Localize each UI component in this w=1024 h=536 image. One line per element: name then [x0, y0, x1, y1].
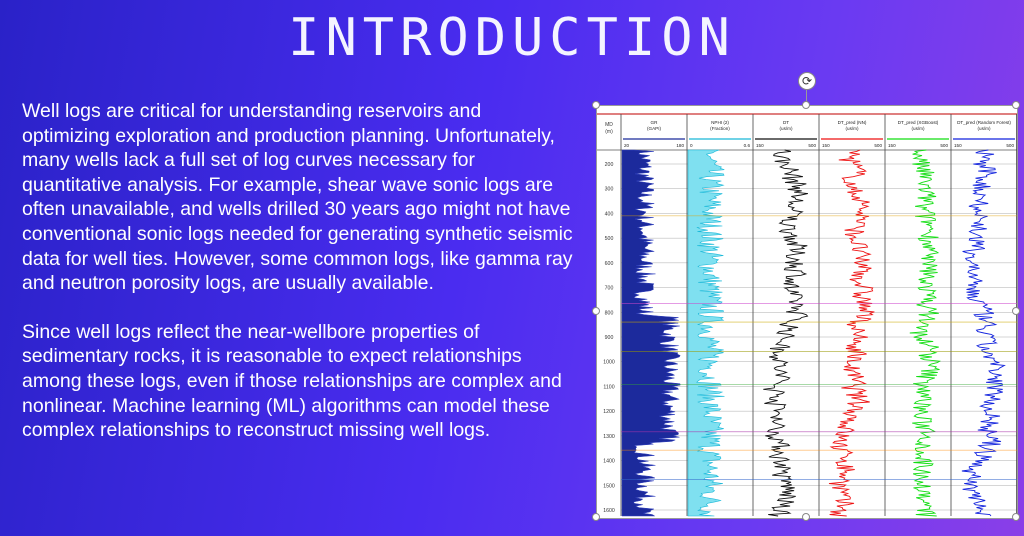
track-scale-max: 500 [808, 143, 816, 148]
body-text: Well logs are critical for understanding… [22, 99, 574, 467]
depth-tick-label: 800 [605, 310, 614, 316]
depth-track-unit: (m) [605, 129, 613, 135]
slide-title: INTRODUCTION [288, 8, 736, 68]
track-unit: (us/m) [977, 126, 990, 131]
track-scale-min: 0 [690, 143, 693, 148]
rotate-handle-stem [806, 90, 807, 104]
log-curve [961, 149, 1006, 517]
track-scale-max: 180 [676, 143, 684, 148]
rotate-handle-icon[interactable]: ⟳ [798, 72, 816, 90]
depth-tick-label: 200 [605, 162, 614, 168]
track-scale-max: 0.6 [744, 143, 751, 148]
depth-tick-label: 700 [605, 286, 614, 292]
resize-handle-bottom-center[interactable] [802, 513, 810, 521]
track-scale-min: 150 [954, 143, 962, 148]
track-scale-max: 500 [874, 143, 882, 148]
track-name: GR [651, 120, 659, 125]
track-scale-min: 150 [888, 143, 896, 148]
log-curve [909, 149, 941, 517]
gr-curve-fill [621, 149, 681, 517]
nphi-curve-fill [687, 149, 725, 517]
log-curve [828, 149, 875, 517]
track-name: NPHI (2) [711, 120, 729, 125]
track-scale-max: 500 [940, 143, 948, 148]
depth-tick-label: 1000 [603, 360, 615, 366]
resize-handle-top-right[interactable] [1012, 101, 1020, 109]
track-scale-min: 20 [624, 143, 630, 148]
depth-tick-label: 1200 [603, 409, 615, 415]
track-unit: (GAPI) [647, 126, 662, 131]
track-name: DT [783, 120, 789, 125]
resize-handle-top-center[interactable] [802, 101, 810, 109]
depth-track-label: MD [605, 122, 613, 128]
paragraph-2: Since well logs reflect the near-wellbor… [22, 320, 562, 442]
track-unit: (us/m) [845, 126, 858, 131]
track-name: DT_pred (NN) [838, 120, 867, 125]
depth-tick-label: 500 [605, 236, 614, 242]
log-curve [763, 149, 809, 517]
track-name: DT_pred (XGBoost) [898, 120, 939, 125]
depth-tick-label: 1600 [603, 508, 615, 514]
depth-tick-label: 1500 [603, 483, 615, 489]
resize-handle-top-left[interactable] [592, 101, 600, 109]
track-scale-max: 500 [1006, 143, 1014, 148]
depth-tick-label: 1100 [603, 384, 614, 390]
depth-tick-label: 400 [605, 211, 614, 217]
track-scale-min: 150 [822, 143, 830, 148]
resize-handle-bottom-right[interactable] [1012, 513, 1020, 521]
track-unit: (us/m) [911, 126, 924, 131]
well-log-plot: MD(m)20030040050060070080090010001100120… [597, 113, 1017, 517]
depth-tick-label: 900 [605, 335, 614, 341]
resize-handle-middle-left[interactable] [592, 307, 600, 315]
paragraph-1: Well logs are critical for understanding… [22, 100, 573, 295]
depth-tick-label: 600 [605, 261, 614, 267]
resize-handle-middle-right[interactable] [1012, 307, 1020, 315]
depth-tick-label: 1300 [603, 434, 615, 440]
track-name: DT_pred (Random Forest) [957, 120, 1011, 125]
track-scale-min: 150 [756, 143, 764, 148]
track-unit: (Fraction) [710, 126, 730, 131]
depth-tick-label: 300 [605, 187, 614, 193]
depth-tick-label: 1400 [603, 459, 615, 465]
resize-handle-bottom-left[interactable] [592, 513, 600, 521]
track-unit: (us/m) [779, 126, 792, 131]
